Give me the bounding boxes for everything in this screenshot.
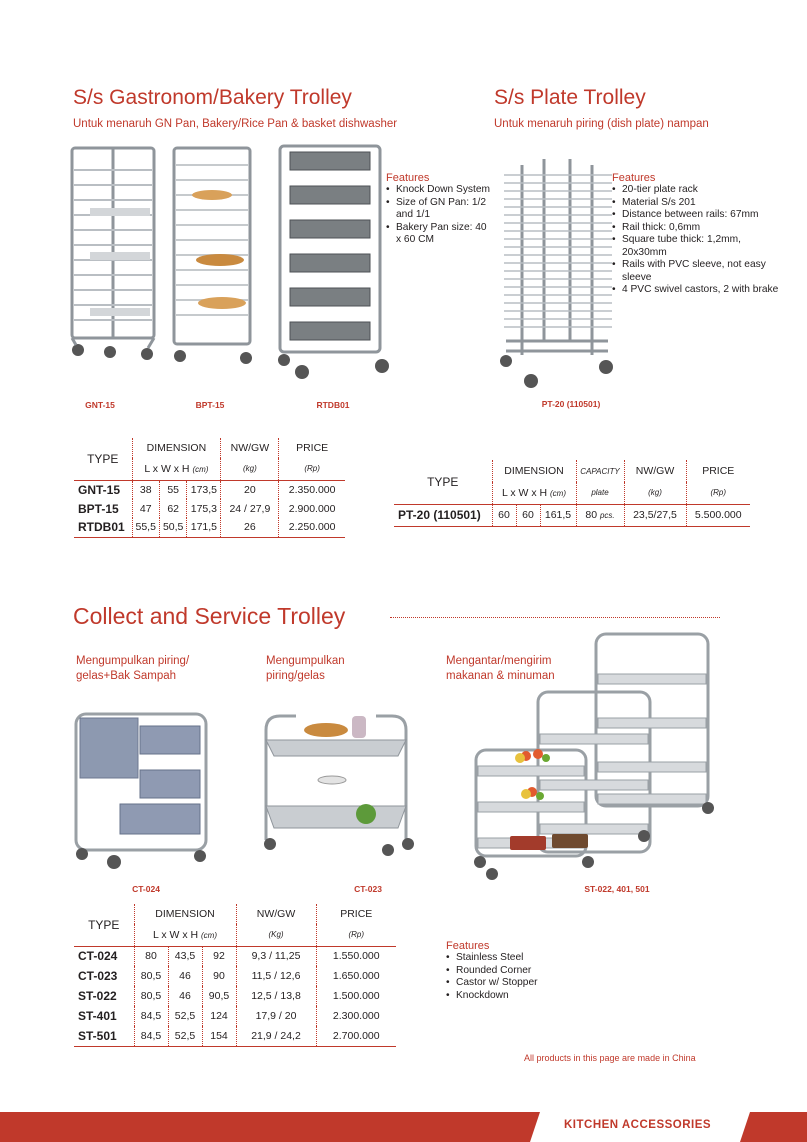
feature-item: Bakery Pan size: 40 x 60 CM (386, 222, 491, 247)
collect-spec-table: TYPE DIMENSION NW/GW PRICE L x W x H (cm… (74, 904, 396, 1047)
plate-spec-table: TYPE DIMENSION CAPACITY NW/GW PRICE L x … (394, 460, 750, 527)
feature-item: 20-tier plate rack (612, 184, 782, 197)
table-row: PT-20 (110501) 60 60 161,5 80 pcs. 23,5/… (394, 504, 750, 526)
col-nwgw: NW/GW (220, 438, 279, 458)
col-nwgw: NW/GW (235, 904, 316, 924)
col-capacity: CAPACITY (575, 460, 624, 482)
col-price: PRICE (278, 438, 345, 458)
footer-label: KITCHEN ACCESSORIES (564, 1119, 712, 1131)
caption-st-series: ST-022, 401, 501 (584, 884, 650, 894)
feature-item: Knock Down System (386, 184, 491, 197)
table-row: CT-024 80 43,5 92 9,3 / 11,25 1.550.000 (74, 946, 396, 966)
table-row: RTDB01 55,5 50,5 171,5 26 2.250.000 (74, 518, 345, 537)
dim-unit: L x W x H (cm) (491, 482, 576, 504)
plate-features: Features 20-tier plate rack Material S/s… (612, 172, 782, 297)
col-nwgw: NW/GW (623, 460, 686, 482)
col-type: TYPE (88, 917, 120, 932)
col-dimension: DIMENSION (491, 460, 576, 482)
gastro-subtitle: Untuk menaruh GN Pan, Bakery/Rice Pan & … (73, 118, 398, 130)
feature-item: 4 PVC swivel castors, 2 with brake (612, 284, 782, 297)
capacity-cell: 80 pcs. (575, 504, 624, 526)
caption-pt20: PT-20 (110501) (541, 399, 601, 409)
features-title: Features (386, 172, 430, 184)
price-unit: (Rp) (278, 458, 345, 480)
col-price: PRICE (685, 460, 750, 482)
feature-item: Rail thick: 0,6mm (612, 222, 782, 235)
caption-ct024: CT-024 (132, 884, 160, 894)
caption-bpt15: BPT-15 (195, 400, 225, 410)
ct024-photo (74, 712, 208, 869)
col-type: TYPE (87, 451, 119, 466)
nw-unit: (kg) (220, 458, 279, 480)
features-title: Features (612, 172, 656, 184)
feature-item: Rails with PVC sleeve, not easy sleeve (612, 259, 782, 284)
plate-title: S/s Plate Trolley (494, 86, 646, 109)
feature-item: Rounded Corner (446, 965, 606, 978)
nw-unit: (Kg) (235, 924, 316, 946)
table-row: ST-401 84,5 52,5 124 17,9 / 20 2.300.000 (74, 1006, 396, 1026)
feature-item: Castor w/ Stopper (446, 977, 606, 990)
col-type: TYPE (427, 474, 459, 489)
features-title: Features (446, 940, 490, 952)
dim-unit: L x W x H (cm) (131, 458, 221, 480)
gastro-title: S/s Gastronom/Bakery Trolley (73, 86, 352, 109)
table-row: ST-501 84,5 52,5 154 21,9 / 24,2 2.700.0… (74, 1026, 396, 1046)
cap-unit: plate (575, 482, 624, 504)
plate-subtitle: Untuk menaruh piring (dish plate) nampan (494, 118, 709, 130)
caption-rtdb01: RTDB01 (316, 400, 350, 410)
table-row: ST-022 80,5 46 90,5 12,5 / 13,8 1.500.00… (74, 986, 396, 1006)
price-unit: (Rp) (685, 482, 750, 504)
collect-sub1: Mengumpulkan piring/gelas+Bak Sampah (76, 655, 190, 682)
caption-gnt15: GNT-15 (85, 400, 115, 410)
ct023-photo (264, 714, 414, 856)
plate-trolley-photo (500, 159, 613, 388)
gastro-spec-table: TYPE DIMENSION NW/GW PRICE L x W x H (cm… (74, 438, 345, 538)
st-series-photo (474, 632, 714, 880)
table-row: CT-023 80,5 46 90 11,5 / 12,6 1.650.000 (74, 966, 396, 986)
collect-features: Features Stainless Steel Rounded Corner … (446, 940, 606, 1002)
table-row: GNT-15 38 55 173,5 20 2.350.000 (74, 480, 345, 499)
col-dimension: DIMENSION (133, 904, 236, 924)
table-row: BPT-15 47 62 175,3 24 / 27,9 2.900.000 (74, 499, 345, 518)
nw-unit: (kg) (623, 482, 686, 504)
feature-item: Material S/s 201 (612, 197, 782, 210)
caption-ct023: CT-023 (354, 884, 382, 894)
dim-unit: L x W x H (cm) (133, 924, 236, 946)
gastro-trolley-photos (70, 144, 389, 379)
col-price: PRICE (315, 904, 396, 924)
price-unit: (Rp) (315, 924, 396, 946)
origin-note: All products in this page are made in Ch… (524, 1053, 696, 1063)
feature-item: Size of GN Pan: 1/2 and 1/1 (386, 197, 491, 222)
feature-item: Square tube thick: 1,2mm, 20x30mm (612, 234, 782, 259)
footer-bar (0, 1112, 807, 1142)
title-divider (390, 617, 720, 618)
feature-item: Knockdown (446, 990, 606, 1003)
gastro-features: Features Knock Down System Size of GN Pa… (386, 172, 491, 247)
col-dimension: DIMENSION (131, 438, 221, 458)
feature-item: Distance between rails: 67mm (612, 209, 782, 222)
collect-title: Collect and Service Trolley (73, 603, 346, 629)
feature-item: Stainless Steel (446, 952, 606, 965)
